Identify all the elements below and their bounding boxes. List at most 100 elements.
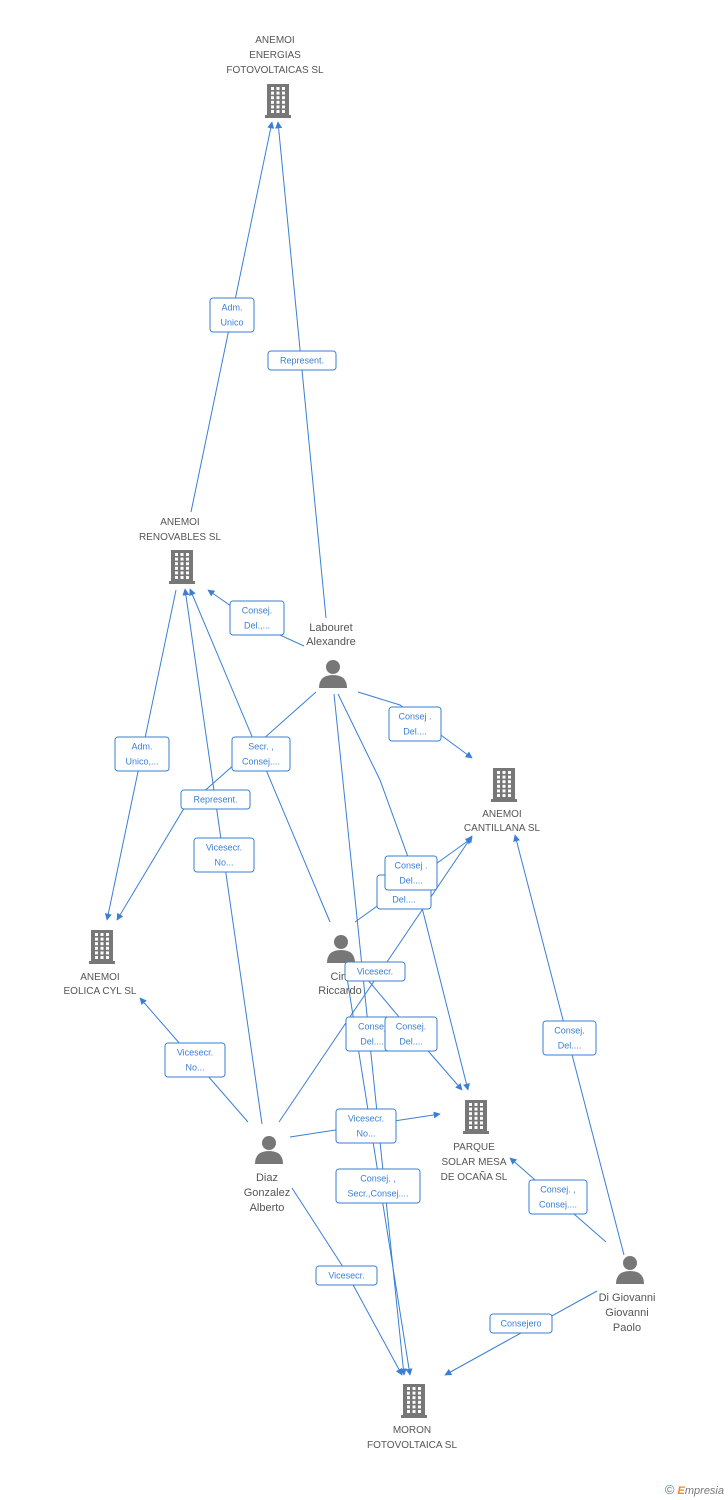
node-label-line: SOLAR MESA	[441, 1157, 506, 1168]
building-icon[interactable]	[169, 550, 195, 584]
person-icon[interactable]	[616, 1256, 644, 1284]
node-label-line: Giovanni	[605, 1307, 648, 1319]
node-label-line: Gonzalez	[244, 1187, 290, 1199]
edge-label-vicesecr-1[interactable]: Vicesecr.	[344, 961, 406, 982]
edge-label-text: Consej.	[396, 1022, 427, 1032]
edge-label-text: Consej....	[539, 1200, 577, 1210]
node-label-line: FOTOVOLTAICA SL	[367, 1440, 457, 1451]
node-label-line: MORON	[393, 1425, 431, 1436]
node-label-line: ANEMOI	[482, 809, 521, 820]
edge-label-adm-unico-2[interactable]: Adm. Unico,...	[114, 736, 170, 772]
node-label-line: PARQUE	[453, 1142, 495, 1153]
node-label-line: Labouret	[309, 622, 352, 634]
edge-label-vicesecr-no-3[interactable]: Vicesecr. No...	[335, 1108, 397, 1144]
edge-label-consej-del-4[interactable]: Consej. Del....	[384, 1016, 438, 1052]
building-icon[interactable]	[401, 1384, 427, 1418]
edge-labouret-eolica	[116, 691, 317, 921]
edge-label-consej-secr[interactable]: Consej. ,Secr.,Consej....	[335, 1168, 421, 1204]
person-icon[interactable]	[255, 1136, 283, 1164]
node-label-line: ENERGIAS	[249, 50, 301, 61]
node-label-line: Paolo	[613, 1322, 641, 1334]
edge-label-represent-2[interactable]: Represent.	[180, 789, 251, 810]
edge-label-text: Adm.	[131, 742, 152, 752]
node-label-anemoi-renovables[interactable]: ANEMOI RENOVABLES SL	[139, 517, 222, 543]
edge-label-text: Consej .	[398, 712, 431, 722]
edge-label-text: Consejero	[500, 1319, 541, 1329]
edge-label-vicesecr-no-1[interactable]: Vicesecr. No...	[193, 837, 255, 873]
node-label-moron[interactable]: MORON FOTOVOLTAICA SL	[367, 1425, 457, 1451]
node-label-line: Alexandre	[306, 636, 356, 648]
edge-label-text: Del....	[399, 1037, 423, 1047]
node-label-line: Di Giovanni	[599, 1292, 656, 1304]
edge-label-text: Unico	[220, 318, 243, 328]
edge-label-text: Del....	[558, 1041, 582, 1051]
edge-label-text: No...	[214, 858, 233, 868]
edge-labouret-cantillana	[357, 691, 473, 759]
edge-label-consej-consej[interactable]: Consej. , Consej....	[528, 1179, 588, 1215]
edge-label-text: No...	[356, 1129, 375, 1139]
edge-label-consejero[interactable]: Consejero	[489, 1313, 553, 1334]
node-label-line: ANEMOI	[255, 35, 294, 46]
edge-label-consej-del-1[interactable]: Consej. Del.,...	[229, 600, 285, 636]
person-icon[interactable]	[319, 660, 347, 688]
node-label-anemoi-cantillana[interactable]: ANEMOI CANTILLANA SL	[464, 809, 541, 834]
edge-label-consej-del-3[interactable]: Consej . Del....	[384, 855, 438, 891]
edge-label-represent-1[interactable]: Represent.	[267, 350, 337, 371]
edge-label-consej-del-2[interactable]: Consej . Del....	[388, 706, 442, 742]
edge-label-text: Vicesecr.	[177, 1048, 213, 1058]
edge-label-vicesecr-no-2[interactable]: Vicesecr. No...	[164, 1042, 226, 1078]
node-label-line: ANEMOI	[160, 517, 199, 528]
edge-label-text: Consej. ,	[540, 1185, 576, 1195]
node-label-line: Diaz	[256, 1172, 278, 1184]
edge-label-text: Secr.,Consej....	[347, 1189, 408, 1199]
building-icon[interactable]	[463, 1100, 489, 1134]
edge-label-vicesecr-2[interactable]: Vicesecr.	[315, 1265, 378, 1286]
edge-label-secr-consej-1[interactable]: Secr. , Consej....	[231, 736, 291, 772]
edge-label-text: Vicesecr.	[328, 1271, 364, 1281]
edge-label-text: Consej....	[242, 757, 280, 767]
node-label-line: FOTOVOLTAICAS SL	[226, 65, 324, 76]
edge-label-text: No...	[185, 1063, 204, 1073]
node-label-line: Alberto	[250, 1202, 285, 1214]
node-label-line: Riccardo	[318, 985, 361, 997]
edge-labouret-parque	[337, 693, 470, 1091]
edge-label-text: Vicesecr.	[348, 1114, 384, 1124]
edge-label-text: Del....	[360, 1037, 384, 1047]
node-label-line: CANTILLANA SL	[464, 823, 541, 834]
node-label-anemoi-energias[interactable]: ANEMOI ENERGIAS FOTOVOLTAICAS SL	[226, 35, 324, 76]
brand-logo: Empresia	[677, 1485, 724, 1497]
node-label-line: ANEMOI	[80, 972, 119, 983]
node-label-line: EOLICA CYL SL	[64, 986, 137, 997]
edge-label-text: Del.,...	[244, 621, 270, 631]
edge-label-text: Adm.	[221, 303, 242, 313]
edge-label-text: Vicesecr.	[357, 967, 393, 977]
edge-label-text: Del....	[399, 876, 423, 886]
edge-label-text: Represent.	[280, 356, 324, 366]
building-icon[interactable]	[89, 930, 115, 964]
node-label-parque-solar[interactable]: PARQUE SOLAR MESA DE OCAÑA SL	[441, 1142, 508, 1183]
person-icon[interactable]	[327, 935, 355, 963]
edge-label-text: Consej	[358, 1022, 386, 1032]
edge-label-text: Represent.	[193, 795, 237, 805]
edge-label-text: Del....	[403, 727, 427, 737]
edge-label-text: Del....	[392, 895, 416, 905]
edge-label-text: Consej .	[394, 861, 427, 871]
node-label-anemoi-eolica[interactable]: ANEMOI EOLICA CYL SL	[64, 972, 137, 997]
edge-label-adm-unico-1[interactable]: Adm. Unico	[209, 297, 255, 333]
building-icon[interactable]	[265, 84, 291, 118]
edge-label-consej-del-5[interactable]: Consej. Del....	[542, 1020, 597, 1056]
node-label-line: DE OCAÑA SL	[441, 1170, 508, 1183]
node-label-line: RENOVABLES SL	[139, 532, 222, 543]
edge-label-text: Unico,...	[125, 757, 158, 767]
edge-label-text: Consej.	[242, 606, 273, 616]
edge-label-text: Vicesecr.	[206, 843, 242, 853]
building-icon[interactable]	[491, 768, 517, 802]
copyright-icon: ©	[664, 1482, 675, 1497]
footer: © Empresia	[665, 1482, 724, 1497]
edge-label-text: Secr. ,	[248, 742, 274, 752]
edge-label-text: Consej.	[554, 1026, 585, 1036]
